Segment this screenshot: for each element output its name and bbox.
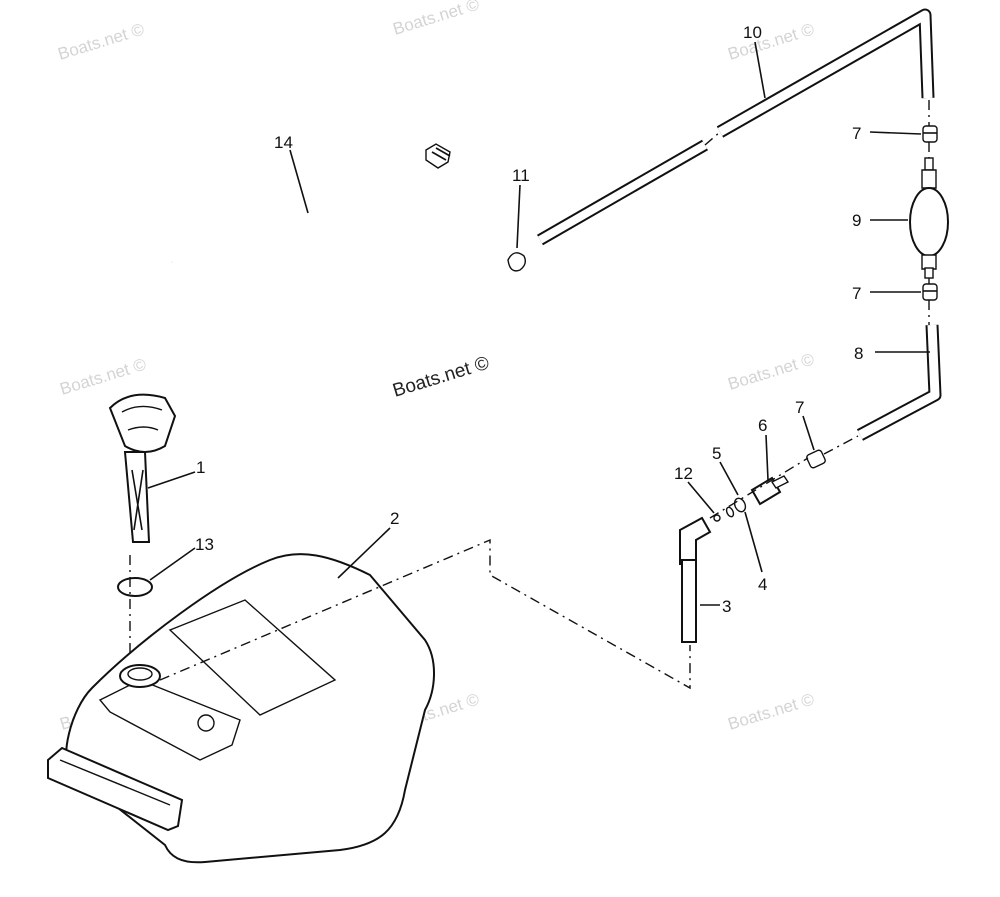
part-11-hose-clamp — [507, 252, 527, 272]
assembly-lines — [129, 100, 930, 690]
callout-11: 11 — [512, 166, 530, 185]
part-9-primer-bulb — [909, 157, 949, 279]
part-10-fuel-line — [537, 8, 935, 246]
callout-7-lower: 7 — [795, 398, 804, 417]
part-7-fitting-lower — [806, 449, 826, 469]
callout-8: 8 — [854, 344, 863, 363]
part-4-washer — [725, 506, 735, 518]
part-6-connector — [750, 475, 790, 506]
watermark: Boats.net © — [58, 354, 149, 398]
callout-3: 3 — [722, 597, 731, 616]
callout-14: 14 — [274, 133, 293, 152]
part-7-fitting-middle — [922, 283, 938, 301]
watermark: Boats.net © — [391, 0, 482, 39]
callout-6: 6 — [758, 416, 767, 435]
main-watermark: Boats.net © — [390, 353, 491, 402]
callout-9: 9 — [852, 211, 861, 230]
callout-10: 10 — [743, 23, 762, 42]
callout-12: 12 — [674, 464, 693, 483]
part-14-primer-hose — [169, 143, 451, 265]
watermark: Boats.net © — [726, 19, 817, 63]
part-12-seal — [713, 514, 721, 522]
part-2-fuel-tank — [47, 553, 435, 864]
part-3-pickup-tube — [679, 516, 712, 643]
part-7-fitting-upper — [922, 125, 938, 143]
callout-13: 13 — [195, 535, 214, 554]
callout-1: 1 — [196, 458, 205, 477]
callout-2: 2 — [390, 509, 399, 528]
watermark: Boats.net © — [56, 19, 147, 63]
watermark: Boats.net © — [726, 349, 817, 393]
part-8-bent-tube — [856, 324, 942, 441]
callout-7-upper: 7 — [852, 124, 861, 143]
part-1-fuel-gauge — [108, 393, 177, 543]
leader-lines — [147, 41, 930, 606]
callout-4: 4 — [758, 575, 767, 594]
part-13-gasket — [117, 577, 153, 597]
callout-7-middle: 7 — [852, 284, 861, 303]
callout-labels: 1 2 3 4 5 6 7 7 7 8 9 10 11 12 13 14 — [195, 23, 863, 616]
callout-5: 5 — [712, 444, 721, 463]
watermark: Boats.net © — [726, 689, 817, 733]
part-5-o-ring — [733, 497, 747, 513]
